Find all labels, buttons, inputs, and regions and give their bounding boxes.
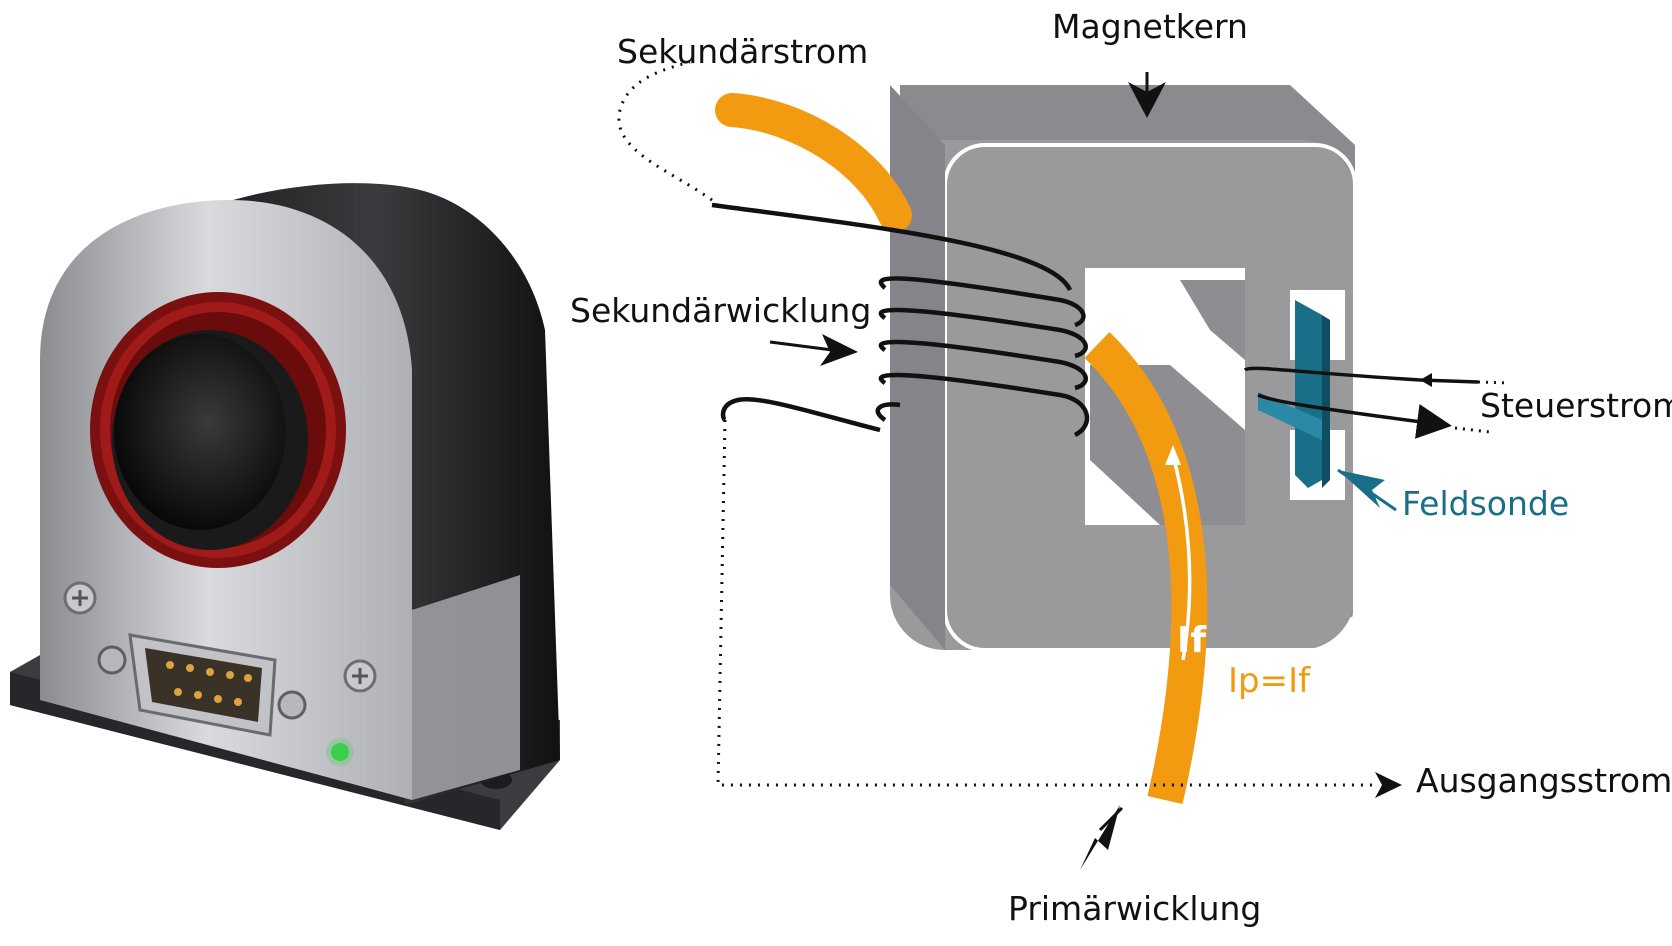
current-sensor-device-illustration [10,183,560,830]
primary-conductor-top [715,93,912,232]
label-if: If [1177,620,1206,661]
label-sekundaerstrom: Sekundärstrom [617,32,868,71]
label-magnetkern: Magnetkern [1052,7,1248,46]
sekundaerwicklung-coils [711,202,1090,438]
label-primaerwicklung: Primärwicklung [1008,889,1261,928]
status-led [331,743,349,761]
label-sekundaerwicklung: Sekundärwicklung [570,291,871,330]
label-feldsonde: Feldsonde [1402,484,1569,523]
sekundaerwicklung-pointer-icon [820,334,858,366]
magnetic-core-schematic [617,60,1511,870]
feldsonde-probe [1295,300,1322,488]
label-ip-if: Ip=If [1228,661,1311,701]
label-steuerstrom: Steuerstrom [1480,386,1672,425]
label-ausgangsstrom: Ausgangsstrom [1416,761,1672,800]
primaerwicklung-pointer-icon [1080,805,1120,870]
feldsonde-pointer-icon [1338,470,1385,508]
primary-conductor-bottom [1084,332,1208,805]
magnetkern-pointer-icon [1128,82,1166,118]
sekundaerstrom-loop [617,60,713,202]
